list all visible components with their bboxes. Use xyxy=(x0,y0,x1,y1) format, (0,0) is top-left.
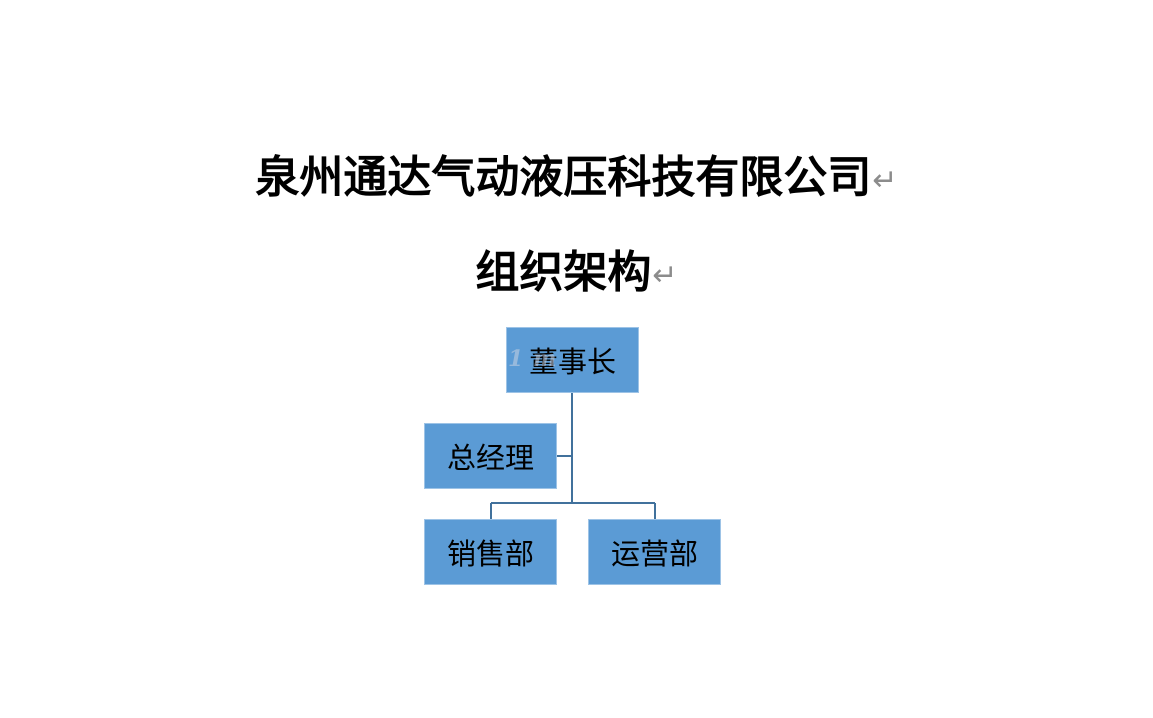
org-node-label: 董事长 xyxy=(528,345,616,379)
org-node-sales-department[interactable]: 销售部 xyxy=(424,519,557,585)
org-node-general-manager[interactable]: 总经理 xyxy=(424,423,557,489)
org-node-operations-department[interactable]: 运营部 xyxy=(588,519,721,585)
paragraph-mark-icon: ↵ xyxy=(872,163,898,198)
document-title: 泉州通达气动液压科技有限公司↵ xyxy=(0,148,1153,211)
title-text: 泉州通达气动液压科技有限公司 xyxy=(255,152,872,203)
paragraph-mark-icon: ↵ xyxy=(652,258,678,293)
org-node-label: 销售部 xyxy=(446,537,534,571)
org-node-label: 总经理 xyxy=(446,441,534,475)
subtitle-text: 组织架构 xyxy=(475,247,652,298)
org-node-label: 运营部 xyxy=(610,537,698,571)
document-subtitle: 组织架构↵ xyxy=(0,243,1153,306)
org-node-chairman[interactable]: 董事长 xyxy=(506,327,639,393)
